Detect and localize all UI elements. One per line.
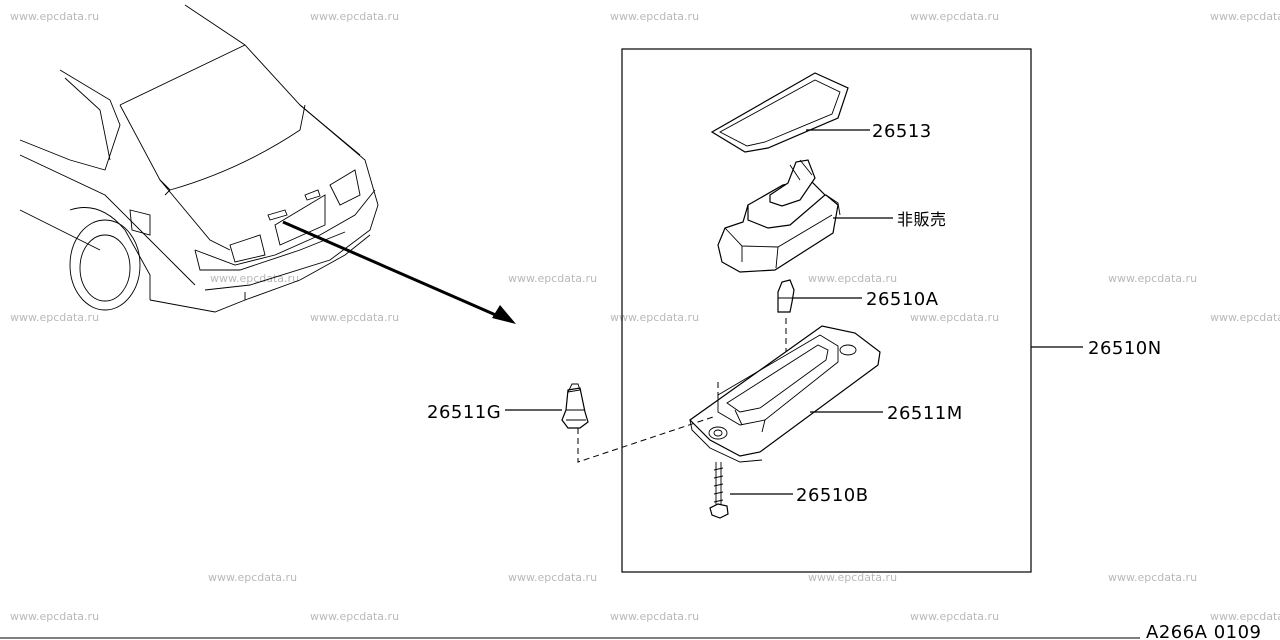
watermark-text: www.epcdata.ru: [310, 10, 399, 23]
watermark-text: www.epcdata.ru: [310, 610, 399, 623]
socket-housing-part: [717, 159, 841, 273]
diagram-code: A266A 0109: [1146, 622, 1262, 640]
watermark-text: www.epcdata.ru: [1210, 311, 1280, 324]
watermark-text: www.epcdata.ru: [10, 10, 99, 23]
watermark-text: www.epcdata.ru: [808, 272, 897, 285]
watermark-text: www.epcdata.ru: [10, 610, 99, 623]
label-26511M: 26511M: [887, 403, 963, 424]
lamp-housing-part: [689, 325, 881, 463]
watermark-text: www.epcdata.ru: [910, 10, 999, 23]
label-26513: 26513: [872, 121, 932, 142]
screw-part: [709, 462, 729, 519]
watermark-text: www.epcdata.ru: [808, 571, 897, 584]
bulb-part: [777, 279, 795, 313]
watermark-text: www.epcdata.ru: [508, 272, 597, 285]
car-rear-illustration: [19, 4, 379, 313]
watermark-text: www.epcdata.ru: [610, 311, 699, 324]
label-26510A: 26510A: [866, 289, 939, 310]
clip-part: [561, 383, 589, 429]
label-26510N: 26510N: [1088, 338, 1162, 359]
label-26511G: 26511G: [427, 402, 501, 423]
watermark-text: www.epcdata.ru: [910, 311, 999, 324]
watermark-text: www.epcdata.ru: [910, 610, 999, 623]
watermark-text: www.epcdata.ru: [1210, 610, 1280, 623]
label-not-sold: 非販売: [897, 210, 947, 229]
assembly-frame: [621, 48, 1032, 573]
watermark-text: www.epcdata.ru: [1210, 10, 1280, 23]
lens-part: [710, 72, 849, 153]
watermark-text: www.epcdata.ru: [610, 10, 699, 23]
watermark-text: www.epcdata.ru: [210, 272, 299, 285]
watermark-text: www.epcdata.ru: [10, 311, 99, 324]
label-26510B: 26510B: [796, 485, 869, 506]
watermark-text: www.epcdata.ru: [1108, 272, 1197, 285]
watermark-text: www.epcdata.ru: [208, 571, 297, 584]
watermark-text: www.epcdata.ru: [310, 311, 399, 324]
watermark-text: www.epcdata.ru: [508, 571, 597, 584]
watermark-text: www.epcdata.ru: [1108, 571, 1197, 584]
watermark-layer: www.epcdata.ru www.epcdata.ru www.epcdata.…: [10, 10, 1280, 623]
watermark-text: www.epcdata.ru: [610, 610, 699, 623]
location-arrow: [282, 220, 516, 324]
